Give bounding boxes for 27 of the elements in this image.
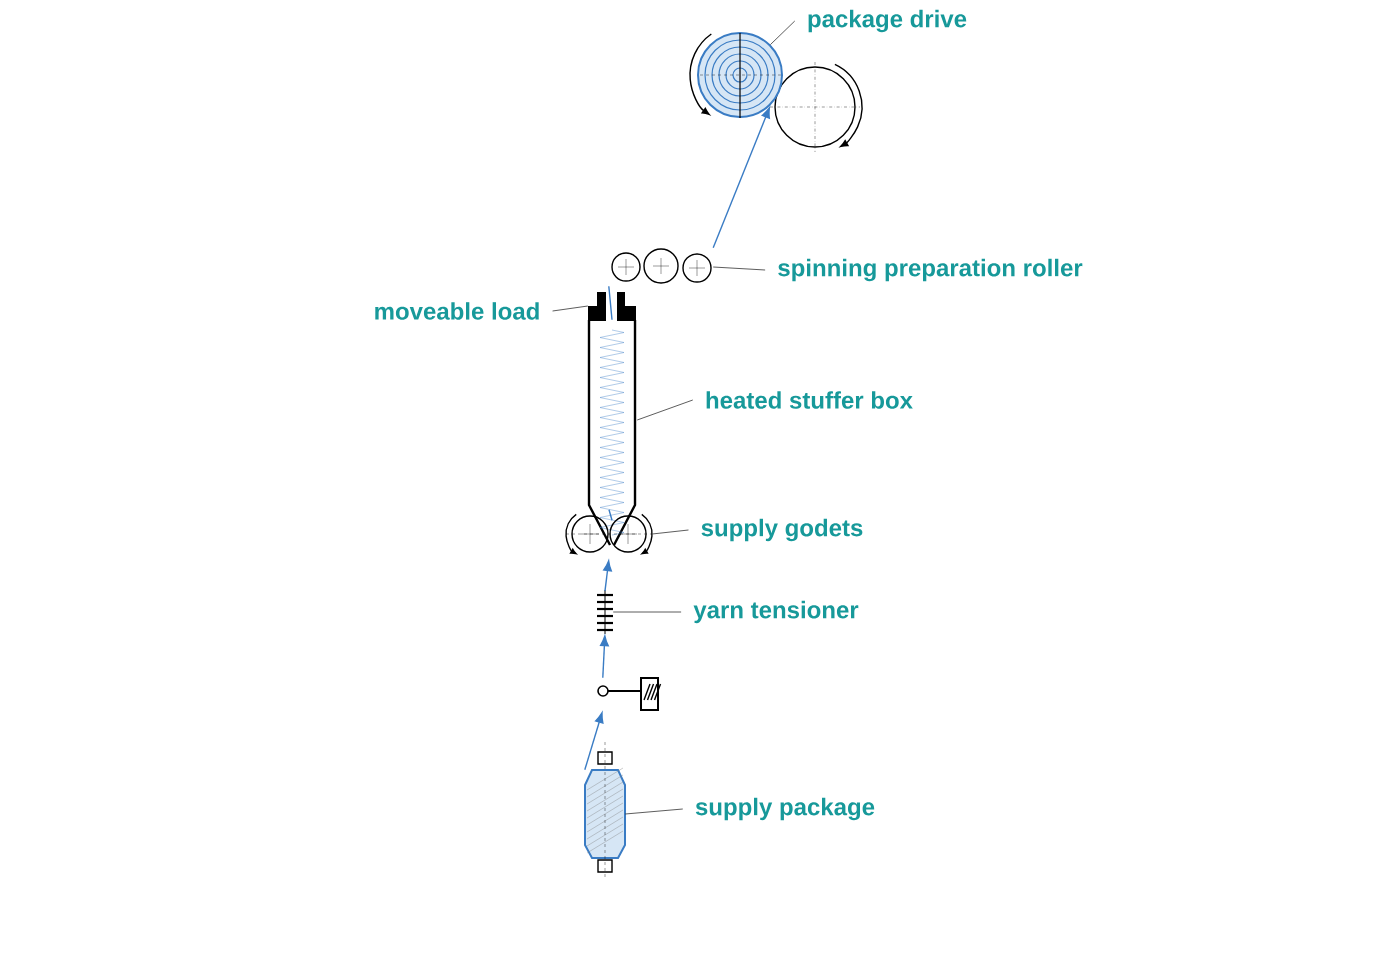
label-text: spinning preparation roller bbox=[778, 258, 1083, 282]
yarn-path bbox=[584, 712, 604, 771]
leader-line bbox=[552, 305, 589, 312]
label-text: supply package bbox=[695, 797, 875, 821]
leader-line bbox=[612, 611, 682, 613]
thread-guide-drawing bbox=[597, 677, 662, 711]
label-text: moveable load bbox=[375, 302, 539, 320]
tensioner-drawing bbox=[597, 589, 613, 635]
label-text: supply godets bbox=[701, 518, 863, 542]
yarn-path bbox=[608, 285, 613, 321]
load-drawing bbox=[588, 292, 606, 321]
yarn-package-drawing bbox=[689, 32, 783, 119]
leader-line bbox=[712, 266, 766, 271]
godet-drawing bbox=[565, 513, 653, 555]
stuffer-box-drawing bbox=[587, 320, 637, 546]
label-text: package drive bbox=[808, 9, 967, 33]
leader-line bbox=[770, 20, 796, 45]
leader-line bbox=[636, 399, 694, 421]
yarn-path bbox=[712, 107, 771, 249]
roller-drawing bbox=[611, 248, 712, 284]
label-text: yarn tensioner bbox=[693, 600, 859, 624]
label-text: heated stuffer box bbox=[706, 391, 913, 409]
yarn-path bbox=[603, 560, 612, 592]
leader-line bbox=[651, 529, 689, 535]
leader-line bbox=[624, 808, 684, 815]
yarn-path bbox=[608, 509, 613, 521]
yarn-path bbox=[599, 635, 609, 679]
